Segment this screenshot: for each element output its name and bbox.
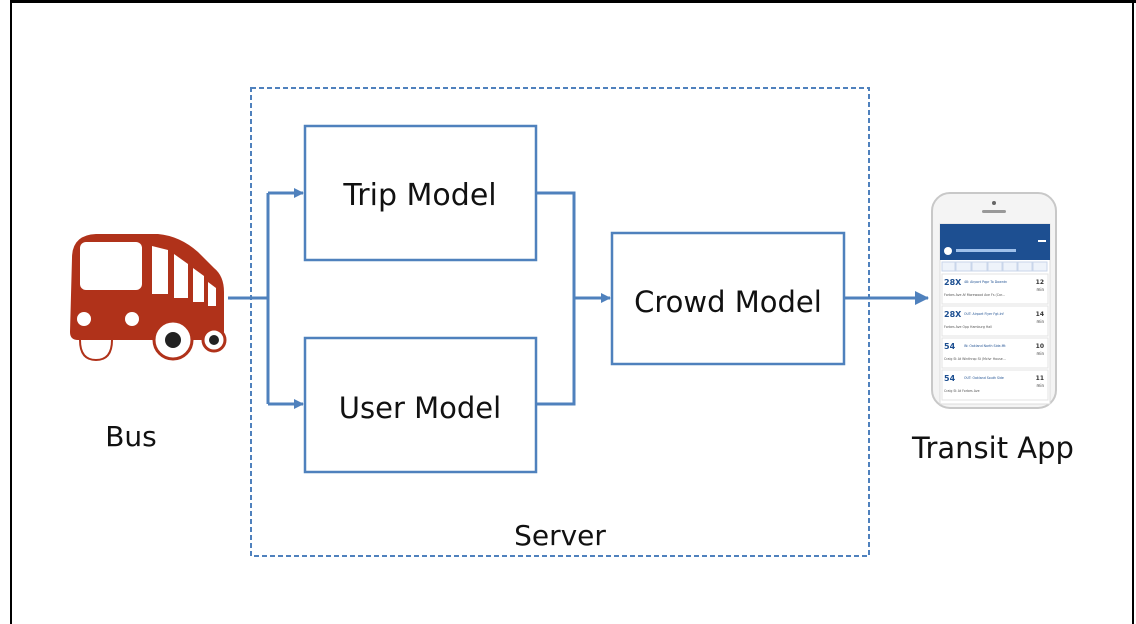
server-label: Server <box>514 519 606 552</box>
trip-model-output-connector <box>536 191 576 298</box>
phone-app-tabs <box>941 261 1048 272</box>
phone-route-title: OUT: Oakland South Side <box>964 376 1004 380</box>
frame-left-border <box>10 0 12 624</box>
phone-route-stop: Forbes Ave Opp Hamburg Hall <box>944 325 992 329</box>
bus-icon <box>70 234 227 362</box>
trip-model-box <box>303 124 538 262</box>
phone-route-eta: 12 <box>1036 279 1044 286</box>
frame-right-border <box>1132 0 1134 624</box>
frame-top-border <box>10 0 1136 3</box>
transit-app-label: Transit App <box>911 431 1074 465</box>
trip-model-label: Trip Model <box>342 178 496 213</box>
phone-route-stop: Forbes Ave Af Morewood Ave Fs (Car... <box>944 293 1005 297</box>
phone-app-header <box>940 224 1050 260</box>
phone-route-title: OUT: Airport Flyer Fgt-Inf <box>964 312 1005 316</box>
user-model-label: User Model <box>339 391 501 425</box>
phone-route-stop: Craig St At Winthrop St (Mclvr House... <box>944 357 1006 361</box>
phone-route-eta: min <box>1036 319 1044 324</box>
bus-label: Bus <box>105 420 157 453</box>
user-model-output-connector <box>536 298 576 406</box>
phone-route-eta: min <box>1036 351 1044 356</box>
phone-route-eta: 14 <box>1036 311 1044 318</box>
phone-route-eta: 10 <box>1036 343 1044 350</box>
phone-route-eta: 11 <box>1036 375 1044 382</box>
phone-route-number: 54 <box>944 374 956 383</box>
phone-route-eta: min <box>1036 287 1044 292</box>
phone-route-stop: Craig St At Forbes Ave <box>944 389 980 393</box>
phone-route-number: 28X <box>944 310 962 319</box>
crowd-model-label: Crowd Model <box>634 285 822 319</box>
phone-route-title: IN: Oakland North Side-Mt <box>964 344 1006 348</box>
phone-route-number: 28X <box>944 278 962 287</box>
phone-route-eta: min <box>1036 383 1044 388</box>
phone-route-title: 48: Airport Pqpr To Downtn <box>964 280 1007 284</box>
phone-route-number: 54 <box>944 342 956 351</box>
server-container <box>250 87 870 557</box>
crowd-model-box <box>610 231 846 366</box>
